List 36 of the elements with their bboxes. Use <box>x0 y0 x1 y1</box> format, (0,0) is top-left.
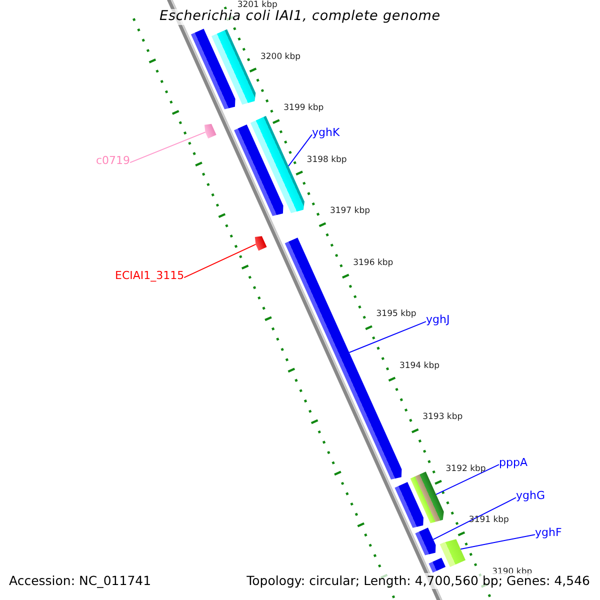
scale-label: 3198 kbp <box>306 156 347 166</box>
gene-block <box>394 482 424 528</box>
gene-block <box>204 124 216 139</box>
gene-block <box>190 28 236 110</box>
scale-label: 3194 kbp <box>399 362 440 372</box>
gene-block <box>250 116 304 214</box>
leader-line <box>348 321 426 353</box>
gene-label: c0719 <box>96 155 130 168</box>
gene-label: yghF <box>535 527 562 540</box>
gene-label: ECIAI1_3115 <box>115 270 184 283</box>
gene-block <box>234 124 284 216</box>
scale-label: 3195 kbp <box>376 310 416 320</box>
gene-block <box>410 472 444 524</box>
gene-label: yghJ <box>426 314 450 327</box>
leader-line <box>288 134 312 167</box>
leader-line <box>130 132 206 164</box>
scale-label: 3193 kbp <box>422 413 463 424</box>
leader-line <box>432 497 516 540</box>
scale-label: 3200 kbp <box>260 52 301 62</box>
gene-block <box>254 236 267 251</box>
gene-block <box>440 539 466 568</box>
scale-label: 3201 kbp <box>237 1 278 10</box>
scale-label: 3197 kbp <box>330 207 370 217</box>
gene-label: pppA <box>499 457 528 470</box>
scale-label: 3199 kbp <box>284 104 324 114</box>
gene-block <box>415 528 436 556</box>
gene-block <box>284 238 402 480</box>
scale-label: 3196 kbp <box>353 258 394 268</box>
leader-line <box>460 534 536 550</box>
gene-label: yghG <box>516 490 545 503</box>
leader-line <box>184 244 256 278</box>
scale-label: 3192 kbp <box>446 464 486 475</box>
scale-label: 3191 kbp <box>468 516 509 526</box>
gene-block <box>211 29 256 105</box>
leader-line <box>436 464 500 495</box>
gene-label: yghK <box>312 127 340 140</box>
